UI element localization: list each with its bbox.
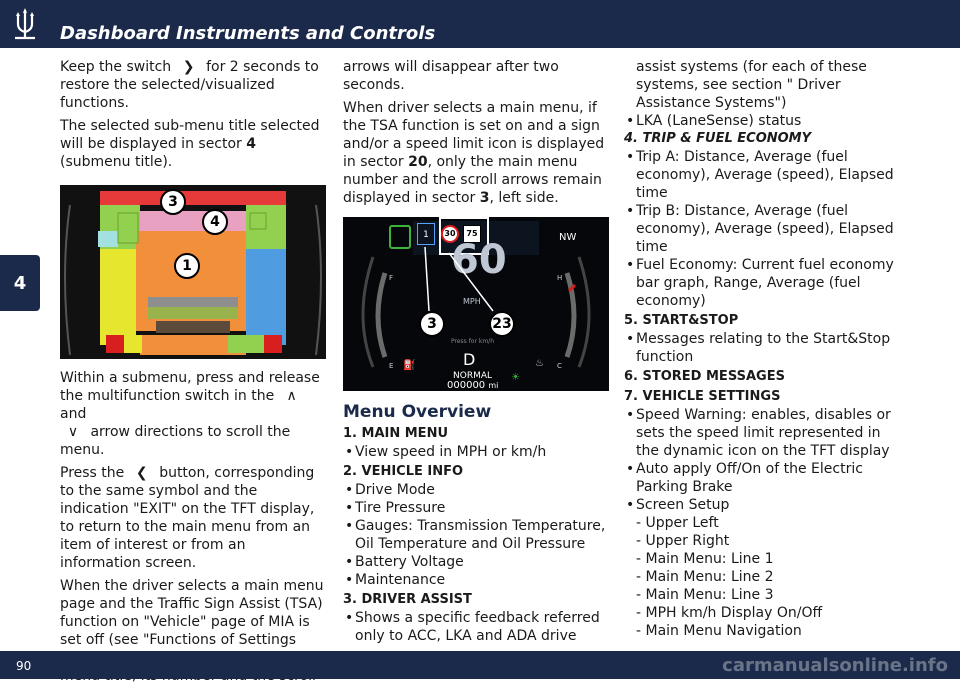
paragraph: The selected sub-menu title selected wil… [60, 118, 320, 170]
column-1: Keep the switch ❯ for 2 seconds to resto… [60, 58, 328, 690]
list-item: Trip B: Distance, Average (fuel economy)… [624, 202, 896, 256]
menu-section-title: 6. STORED MESSAGES [624, 369, 785, 384]
chevron-right-icon: ❯ [182, 59, 195, 75]
sector-badge-3: 3 [419, 311, 445, 337]
list-item: Drive Mode [343, 481, 609, 499]
list-item: Fuel Economy: Current fuel economy bar g… [624, 256, 896, 310]
callout-lines [424, 246, 494, 312]
menu-section-title: 4. TRIP & FUEL ECONOMY [624, 131, 812, 146]
paragraph: Within a submenu, press and release the … [60, 370, 320, 458]
list-item: LKA (LaneSense) status [624, 112, 896, 130]
speed-limit-sign: 30 [441, 225, 459, 243]
sub-list-item: - Main Menu Navigation [636, 623, 802, 639]
lane-assist-icon [389, 225, 411, 249]
headlight-icon: ☀ [511, 372, 520, 383]
coolant-temp-icon: ♨ [535, 358, 544, 369]
sub-list-item: - MPH km/h Display On/Off [636, 605, 823, 621]
sub-list-item: - Upper Right [636, 533, 730, 549]
menu-section-title: 7. VEHICLE SETTINGS [624, 389, 781, 404]
display-sectors-figure: 3 4 1 [60, 185, 326, 359]
speed-limit-sign: 75 [463, 225, 481, 243]
list-item: Trip A: Distance, Average (fuel economy)… [624, 148, 896, 202]
sector-badge-23: 23 [489, 311, 515, 337]
list-item: Speed Warning: enables, disables or sets… [624, 406, 896, 460]
menu-section-title: 3. DRIVER ASSIST [343, 592, 472, 607]
paragraph: arrows will disappear after two seconds. [343, 59, 559, 93]
list-item: Gauges: Transmission Temperature, Oil Te… [343, 517, 609, 553]
odometer: 000000 mi [447, 380, 499, 391]
paragraph: Keep the switch ❯ for 2 seconds to resto… [60, 59, 319, 111]
temp-cold-label: C [557, 362, 562, 370]
sub-list-item: - Main Menu: Line 2 [636, 569, 774, 585]
hint-text: Press for km/h [451, 338, 494, 345]
fuel-pump-icon: ⛽ [403, 360, 416, 371]
fuel-full-label: F [389, 274, 394, 282]
compass-heading: NW [559, 232, 577, 243]
section-heading: Menu Overview [343, 402, 492, 422]
chevron-down-icon: ∨ [67, 424, 79, 440]
chapter-tab: 4 [0, 255, 40, 311]
watermark: carmanualsonline.info [722, 655, 948, 676]
menu-number-box: 1 [417, 223, 435, 245]
speed-unit: MPH [463, 297, 481, 306]
trident-logo [15, 8, 35, 40]
list-item: Shows a specific feedback referred only … [343, 609, 609, 645]
list-item: Screen Setup [624, 496, 896, 514]
chevron-left-icon: ❮ [135, 465, 148, 481]
drive-mode: NORMAL [453, 371, 493, 381]
sub-list-item: - Main Menu: Line 3 [636, 587, 774, 603]
list-item: Tire Pressure [343, 499, 609, 517]
chevron-up-icon: ∧ [286, 388, 297, 404]
sector-badge-3: 3 [160, 189, 186, 215]
list-item: Battery Voltage [343, 553, 609, 571]
list-item: Messages relating to the Start&Stop func… [624, 330, 896, 366]
page-number: 90 [16, 659, 32, 673]
tft-display-figure: 1 30 75 NW 60 MPH Press for km/h D NORMA… [343, 217, 609, 391]
list-item-continued: assist systems (for each of these system… [636, 59, 867, 111]
sector-badge-4: 4 [202, 209, 228, 235]
sector-highlight [439, 217, 489, 255]
menu-section-title: 2. VEHICLE INFO [343, 464, 464, 479]
paragraph: Press the ❮ button, corresponding to the… [60, 465, 315, 571]
menu-section-title: 5. START&STOP [624, 313, 739, 328]
list-item: View speed in MPH or km/h [343, 443, 609, 461]
paragraph: When driver selects a main menu, if the … [343, 100, 605, 206]
sub-list-item: - Upper Left [636, 515, 719, 531]
menu-section-title: 1. MAIN MENU [343, 426, 449, 441]
page-header: Dashboard Instruments and Controls [0, 0, 960, 48]
temp-hot-label: H [557, 274, 563, 282]
fuel-empty-label: E [389, 362, 394, 370]
page-footer: 90 carmanualsonline.info [0, 651, 960, 679]
column-2: arrows will disappear after two seconds.… [343, 58, 609, 645]
gear-indicator: D [463, 350, 476, 369]
sub-list-item: - Main Menu: Line 1 [636, 551, 774, 567]
sector-badge-1: 1 [174, 253, 200, 279]
list-item: Auto apply Off/On of the Electric Parkin… [624, 460, 896, 496]
list-item: Maintenance [343, 571, 609, 589]
column-3: assist systems (for each of these system… [624, 58, 896, 640]
page-title: Dashboard Instruments and Controls [60, 23, 436, 44]
